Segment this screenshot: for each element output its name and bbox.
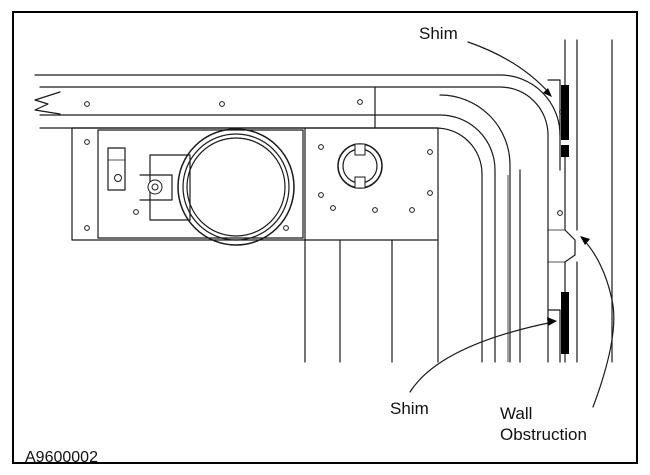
label-wall-line2: Obstruction <box>500 425 587 444</box>
figure-frame <box>12 11 638 464</box>
label-shim-bottom: Shim <box>390 399 429 418</box>
bearing-bracket <box>318 143 433 213</box>
label-shim-top: Shim <box>419 24 458 43</box>
leader-wall-obstruction <box>580 236 615 408</box>
vertical-channels <box>304 239 439 363</box>
drum-bracket <box>71 127 439 246</box>
shim-bottom <box>561 292 569 354</box>
figure-id: A9600002 <box>25 449 98 466</box>
leader-shim-top <box>467 41 552 97</box>
wall <box>548 39 613 363</box>
angle-bracket-top <box>547 79 561 171</box>
label-wall-line1: Wall <box>500 404 532 423</box>
leader-shim-bottom <box>409 317 557 393</box>
curved-vertical-track <box>374 94 521 363</box>
angle-bracket-bottom <box>547 309 561 363</box>
shim-top <box>561 85 569 157</box>
horizontal-track <box>34 74 561 363</box>
